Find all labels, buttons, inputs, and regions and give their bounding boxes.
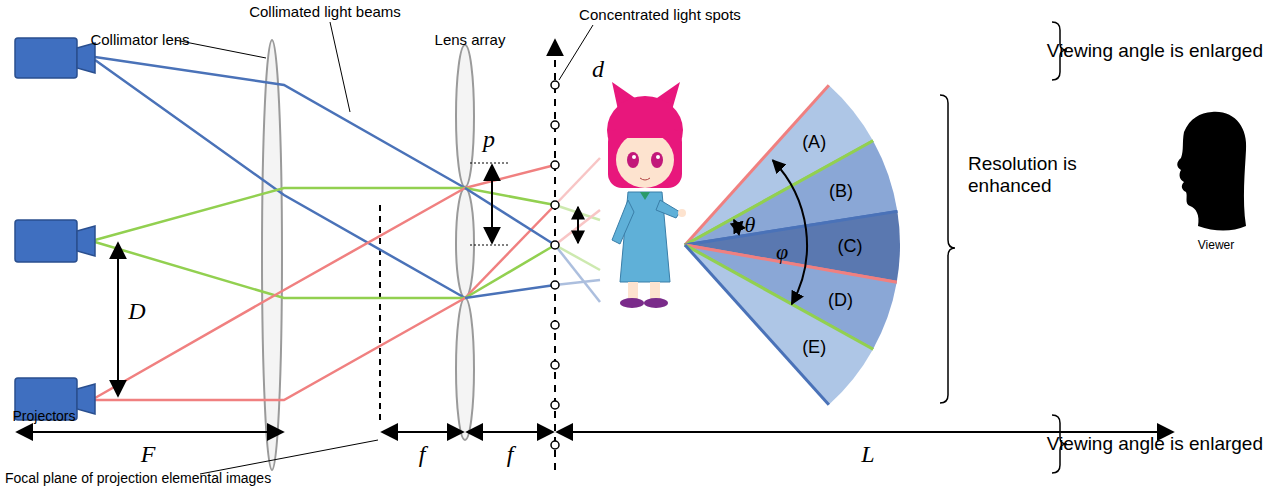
dimension-arrow [17, 431, 1173, 433]
zone-label: (C) [837, 236, 862, 257]
focal-plane [379, 205, 381, 425]
dimension-symbol: f [507, 441, 514, 469]
light-spot [551, 81, 559, 449]
callout-label: Lens array [435, 31, 506, 48]
dimension-symbol: f [419, 441, 426, 469]
dimension-symbol: d [592, 56, 604, 84]
dimension-symbol: F [141, 441, 156, 469]
zone-shape [685, 30, 900, 460]
zone-shape [685, 30, 900, 460]
collimator-lens [262, 40, 282, 470]
viewer-silhouette [1177, 112, 1246, 231]
viewing-zone: (D) [685, 30, 900, 460]
angle-symbol: φ [776, 239, 788, 264]
zone-label: (B) [829, 181, 853, 202]
dimension-arrow [470, 163, 578, 245]
annotation: Viewing angle is enlarged [1047, 40, 1263, 62]
zone-label: (A) [802, 132, 826, 153]
dimension-symbol: L [861, 441, 874, 469]
light-rays [95, 57, 600, 400]
annotation: Viewing angle is enlarged [1047, 433, 1263, 455]
callout-label: Viewer [1198, 239, 1234, 253]
zone-label: (E) [802, 337, 826, 358]
callout-label: Projectors [12, 408, 75, 424]
dimension-symbol: D [128, 298, 145, 326]
character-figure [607, 82, 686, 308]
viewing-zone: (C) [685, 30, 900, 460]
leader-line [175, 22, 593, 474]
lens-array [456, 45, 474, 440]
zone-label: (D) [828, 290, 853, 311]
callout-label: Concentrated light spots [579, 6, 741, 23]
dimension-arrow [117, 243, 119, 396]
projector [15, 38, 95, 420]
callout-label: Collimator lens [90, 31, 189, 48]
angle-symbol: θ [745, 212, 756, 237]
dimension-symbol: p [483, 126, 495, 154]
annotation: Resolution is enhanced [968, 153, 1118, 197]
zone-shape [685, 30, 900, 460]
callout-label: Focal plane of projection elemental imag… [5, 470, 271, 486]
callout-label: Collimated light beams [249, 3, 401, 20]
bracket [940, 22, 1067, 473]
viewing-zone: (E) [685, 30, 900, 460]
